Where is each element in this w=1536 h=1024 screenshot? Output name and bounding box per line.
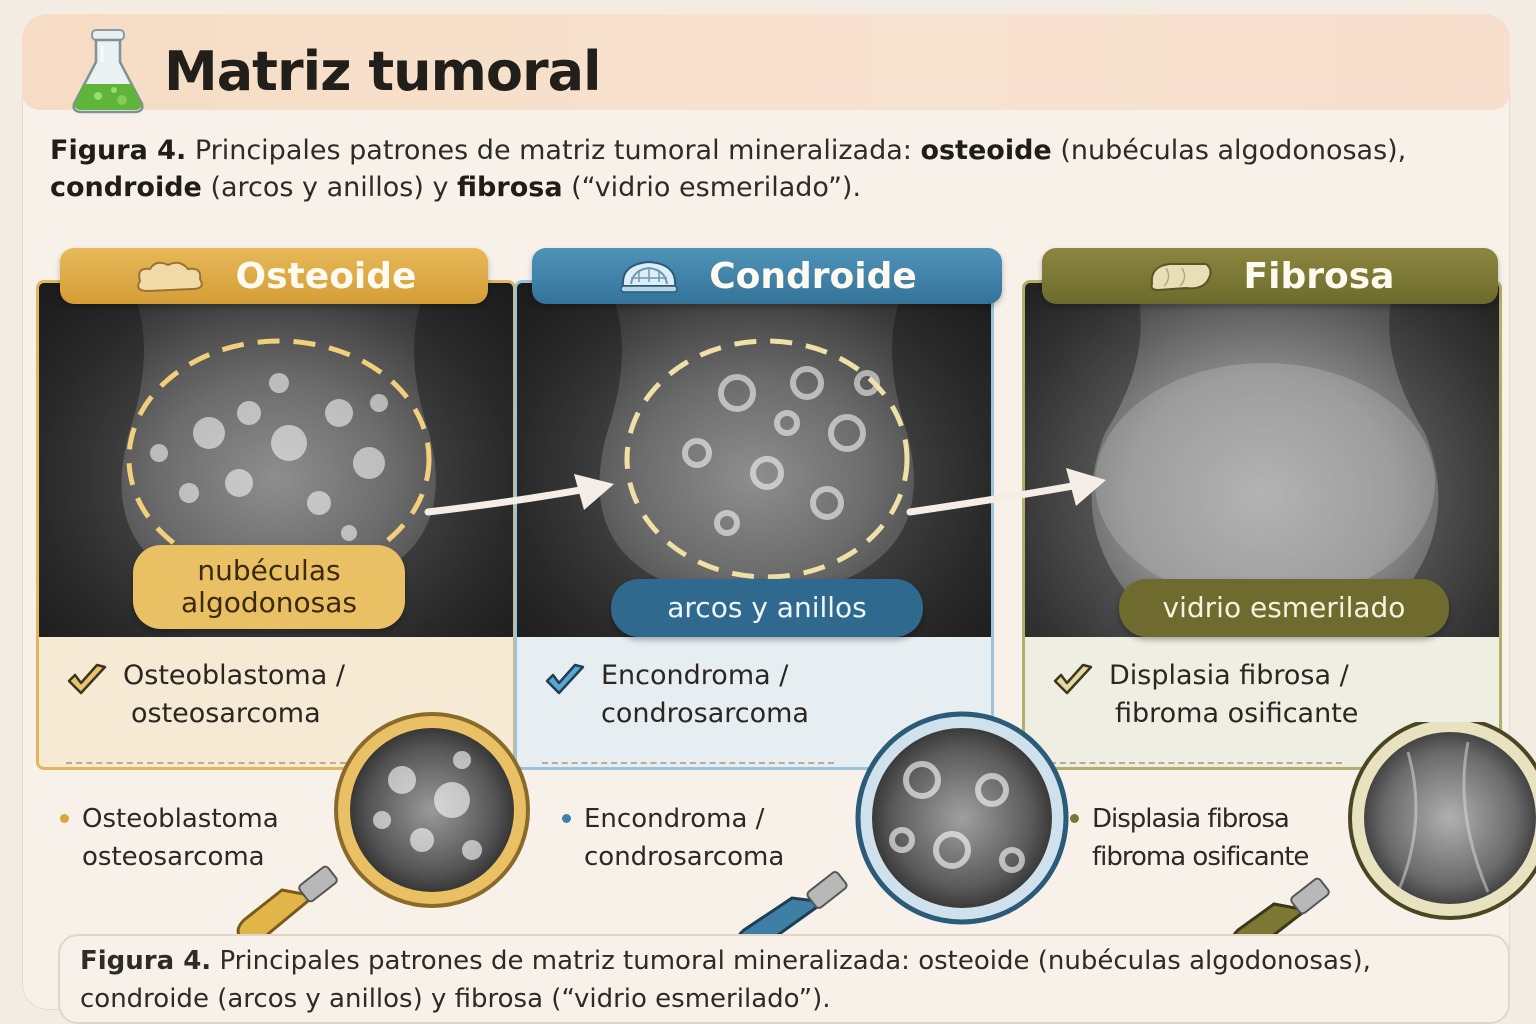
footer-line2: condroide (arcos y anillos) y fibrosa (“… xyxy=(80,984,831,1014)
footer-caption-box: Figura 4. Principales patrones de matriz… xyxy=(58,934,1510,1024)
tab-condroide: Condroide xyxy=(532,248,1002,304)
osteoide-pill-line2: algodonosas xyxy=(181,586,357,619)
bullet-condroide-line2: condrosarcoma xyxy=(584,842,785,872)
caption-text-3: (arcos y anillos) y xyxy=(201,172,458,203)
magnifier-condroide-icon xyxy=(735,711,1069,954)
fibrosa-pattern-pill: vidrio esmerilado xyxy=(1119,579,1449,637)
condroide-lower-section: Encondroma / condrosarcoma xyxy=(517,637,991,767)
bullet-osteoide-line2: osteosarcoma xyxy=(82,842,265,872)
footer-line1: Principales patrones de matriz tumoral m… xyxy=(211,946,1371,976)
tab-condroide-label: Condroide xyxy=(709,255,917,297)
fibrosa-lower-section: Displasia fibrosa / fibroma osificante xyxy=(1025,637,1499,767)
bullet-condroide-line1: Encondroma / xyxy=(584,804,765,834)
tab-osteoide-label: Osteoide xyxy=(235,255,417,297)
figure-caption: Figura 4. Principales patrones de matriz… xyxy=(50,132,1500,206)
check-icon xyxy=(545,663,585,695)
magnifier-osteoide-icon xyxy=(236,712,530,944)
osteoide-lower-section: Osteoblastoma / osteosarcoma xyxy=(39,637,513,767)
osteoide-xray-texture xyxy=(39,283,513,637)
bone-fragment-icon xyxy=(136,261,203,293)
divider xyxy=(1050,762,1342,764)
condroide-pill-label: arcos y anillos xyxy=(667,591,867,624)
tab-fibrosa: Fibrosa xyxy=(1042,248,1498,304)
footer-caption: Figura 4. Principales patrones de matriz… xyxy=(80,942,1500,1018)
bullet-osteoide-line1: Osteoblastoma xyxy=(82,804,279,834)
arrow-right-icon xyxy=(906,468,1106,516)
caption-bold-fibrosa: fibrosa xyxy=(457,172,563,203)
panel-condroide: arcos y anillos Encondroma / condrosarco… xyxy=(514,248,1002,770)
bullet-dot xyxy=(60,814,69,823)
fibrous-tissue-icon xyxy=(1150,263,1212,292)
page-frame: Matriz tumoral Figura 4. Principales pat… xyxy=(22,14,1536,1024)
bullet-dot xyxy=(1070,814,1079,823)
panel-fibrosa-body: vidrio esmerilado Displasia fibrosa / fi… xyxy=(1022,280,1502,770)
arrow-right-icon xyxy=(424,474,614,516)
caption-bold-osteoide: osteoide xyxy=(920,135,1052,166)
condroide-pattern-pill: arcos y anillos xyxy=(611,579,923,637)
panel-fibrosa: vidrio esmerilado Displasia fibrosa / fi… xyxy=(1022,248,1502,770)
caption-text-4: (“vidrio esmerilado”). xyxy=(562,172,862,203)
osteoide-pill-line1: nubéculas xyxy=(197,554,341,587)
fibrosa-diagnosis-line2: fibroma osificante xyxy=(1115,698,1359,729)
fibrosa-xray-image: vidrio esmerilado xyxy=(1025,283,1499,637)
bullet-dot xyxy=(562,814,571,823)
condroide-xray-image: arcos y anillos xyxy=(517,283,991,637)
condroide-diagnosis-line1: Encondroma / xyxy=(601,660,789,691)
divider xyxy=(542,762,834,764)
fibrosa-xray-texture xyxy=(1025,283,1499,637)
osteoide-diagnosis-line1: Osteoblastoma / xyxy=(123,660,345,691)
divider xyxy=(66,762,346,764)
header-band xyxy=(22,14,1510,110)
caption-lead: Figura 4. xyxy=(50,135,187,166)
magnifier-fibrosa-icon xyxy=(1230,722,1536,954)
tab-fibrosa-label: Fibrosa xyxy=(1243,255,1395,297)
flask-icon xyxy=(72,29,144,114)
tab-osteoide: Osteoide xyxy=(60,248,488,304)
footer-lead: Figura 4. xyxy=(80,946,212,976)
page-title: Matriz tumoral xyxy=(164,40,602,103)
check-icon xyxy=(1053,663,1093,695)
condroide-diagnosis-line2: condrosarcoma xyxy=(601,698,809,729)
caption-text-2: (nubéculas algodonosas), xyxy=(1051,135,1407,166)
caption-bold-condroide: condroide xyxy=(50,172,202,203)
fibrosa-diagnosis-line1: Displasia fibrosa / xyxy=(1109,660,1349,691)
fibrosa-pill-label: vidrio esmerilado xyxy=(1162,591,1406,624)
check-icon xyxy=(67,663,107,695)
panel-condroide-body: arcos y anillos Encondroma / condrosarco… xyxy=(514,280,994,770)
caption-text-1: Principales patrones de matriz tumoral m… xyxy=(186,135,921,166)
osteoide-diagnosis-line2: osteosarcoma xyxy=(131,698,321,729)
bullet-fibrosa-line2: fibroma osificante xyxy=(1092,842,1309,872)
cartilage-icon xyxy=(620,260,678,293)
condroide-xray-texture xyxy=(517,283,991,637)
bullet-fibrosa-line1: Displasia fibrosa xyxy=(1092,804,1290,834)
